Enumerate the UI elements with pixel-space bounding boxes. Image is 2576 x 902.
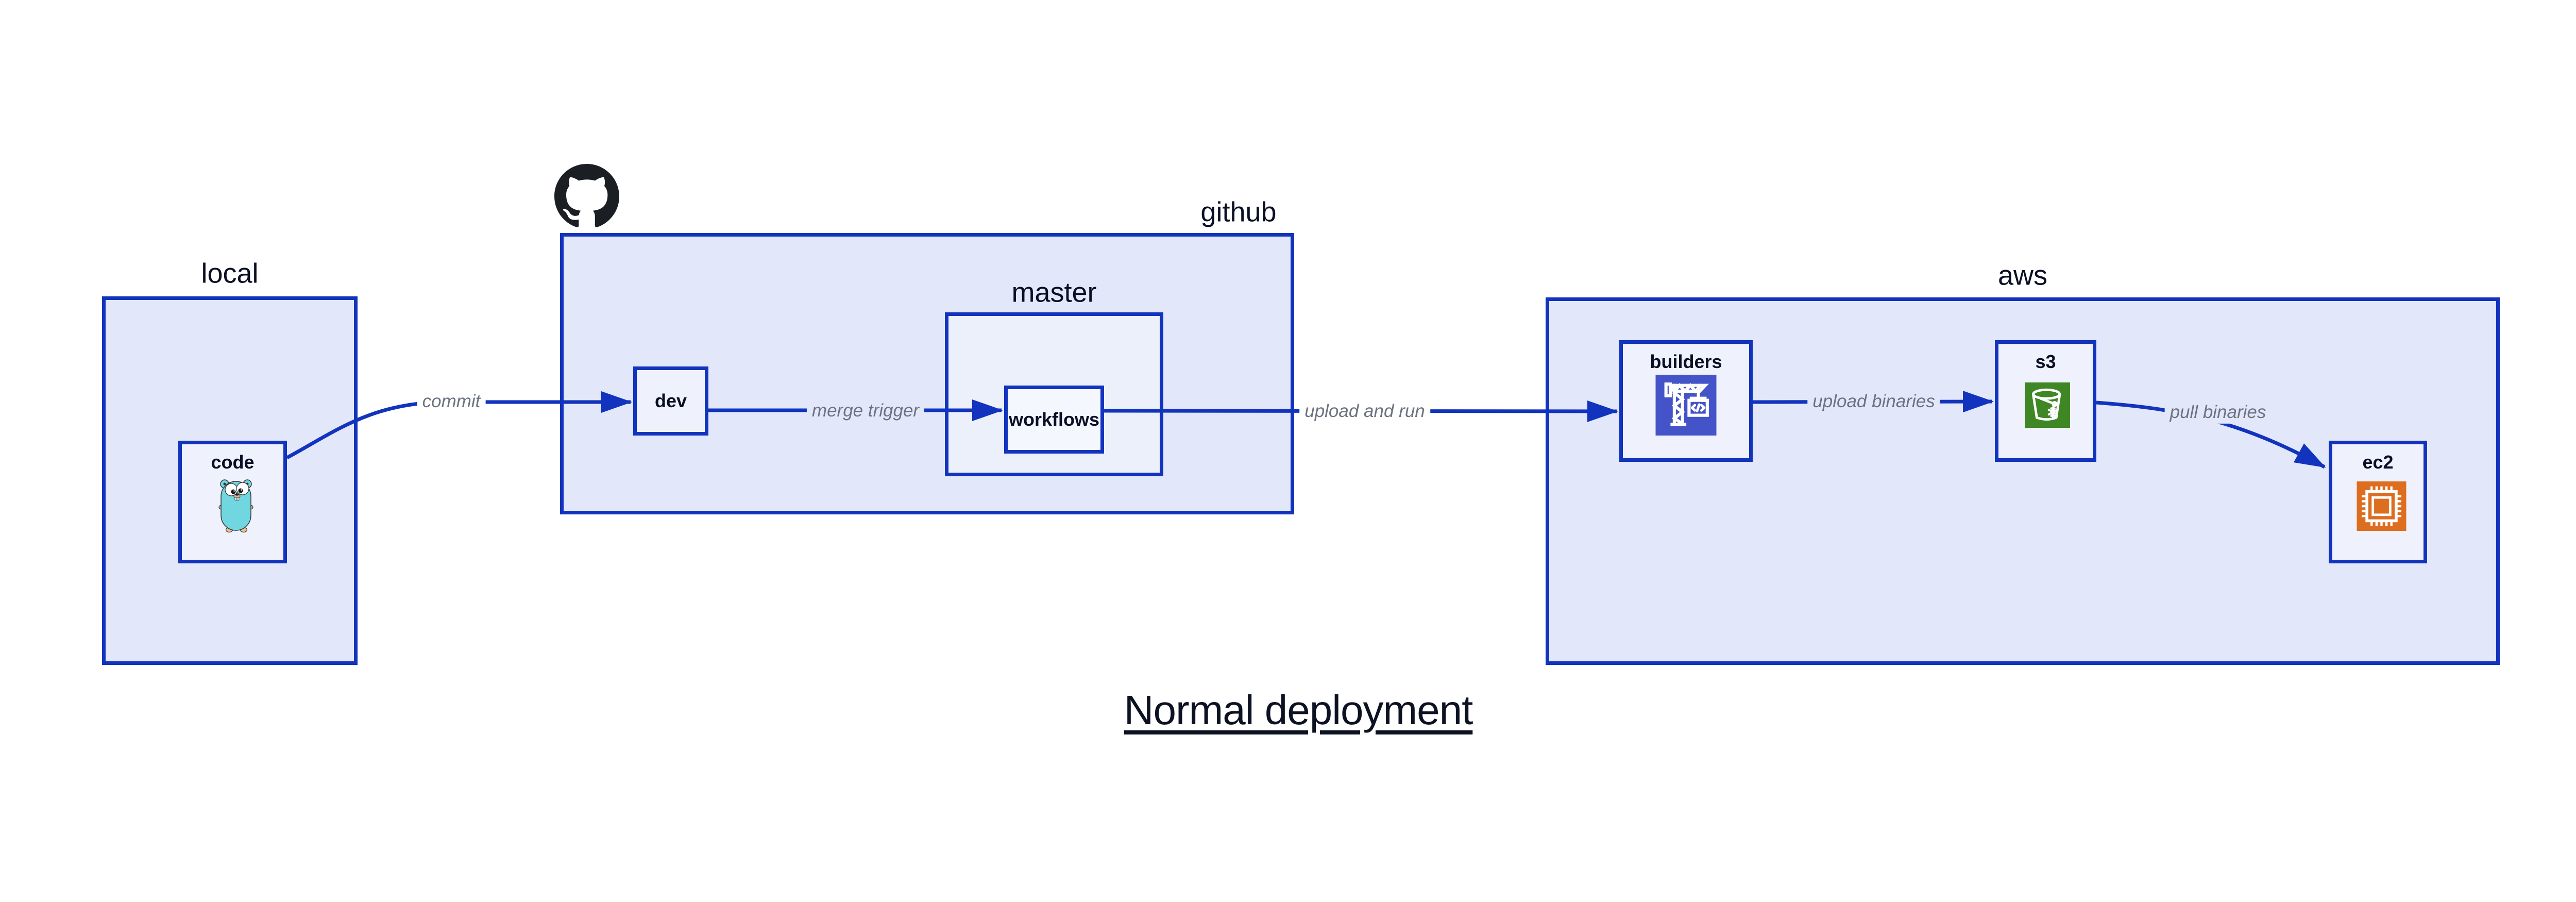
edge-pull-binaries-label: pull binaries bbox=[2164, 400, 2272, 424]
github-octocat-icon bbox=[554, 164, 619, 227]
node-s3: s3 bbox=[1995, 340, 2096, 462]
codebuild-crane-icon bbox=[1655, 375, 1717, 436]
edge-upload-and-run-label: upload and run bbox=[1299, 399, 1430, 423]
node-dev-label: dev bbox=[654, 390, 687, 411]
node-builders-label: builders bbox=[1650, 351, 1722, 372]
node-s3-label: s3 bbox=[2035, 351, 2056, 372]
group-github-label: github bbox=[1200, 196, 1277, 228]
node-workflows-label: workflows bbox=[1008, 409, 1100, 430]
group-local-label: local bbox=[201, 258, 259, 289]
node-code-label: code bbox=[211, 452, 255, 473]
group-aws-label: aws bbox=[1997, 260, 2048, 291]
s3-bucket-snowflake-icon bbox=[2025, 382, 2070, 428]
node-dev: dev bbox=[633, 366, 708, 436]
node-ec2: ec2 bbox=[2329, 441, 2427, 563]
go-gopher-icon bbox=[218, 479, 253, 533]
node-code: code bbox=[178, 441, 287, 563]
edge-commit-label: commit bbox=[417, 390, 486, 413]
node-workflows: workflows bbox=[1004, 386, 1104, 454]
edge-upload-binaries-label: upload binaries bbox=[1807, 390, 1940, 413]
node-builders: builders bbox=[1619, 340, 1753, 462]
node-ec2-label: ec2 bbox=[2362, 452, 2394, 473]
diagram-title: Normal deployment bbox=[1124, 687, 1473, 733]
edge-merge-trigger-label: merge trigger bbox=[806, 399, 925, 423]
group-master-label: master bbox=[1011, 277, 1097, 308]
ec2-chip-icon bbox=[2357, 481, 2406, 531]
